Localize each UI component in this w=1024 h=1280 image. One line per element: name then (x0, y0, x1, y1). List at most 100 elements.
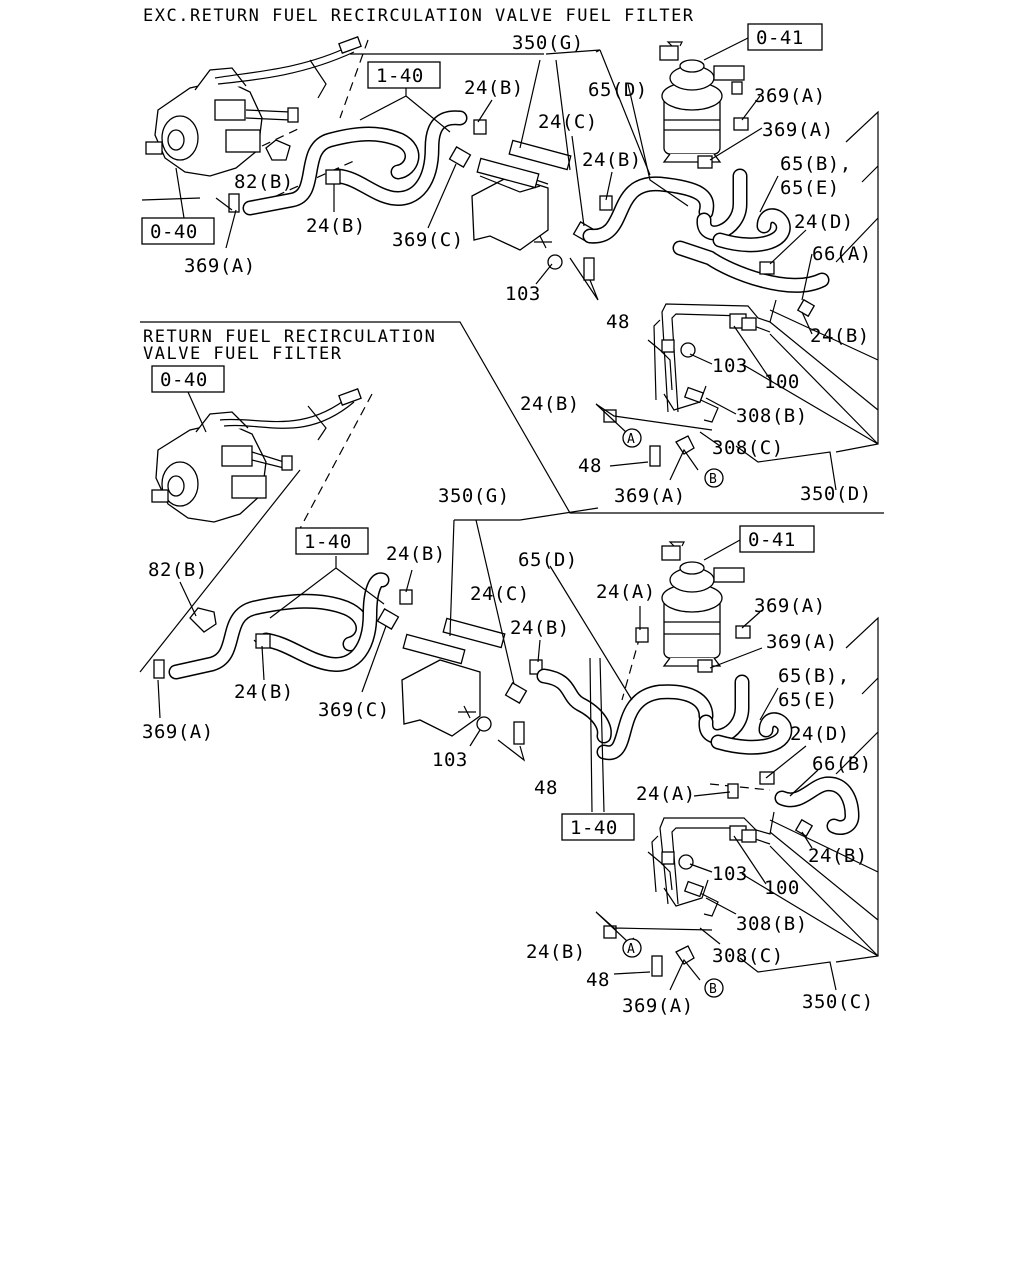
label-369a-bottom-a: 369(A) (754, 595, 826, 617)
clamp-369a-bottom-a (735, 625, 751, 639)
top-diagram: 0-41 1-40 0-40 350(G) 65(D) 24(B) 24(C) … (141, 23, 879, 507)
clamp-369a-bottom-b (697, 659, 713, 673)
label-369a-top-a: 369(A) (754, 85, 826, 107)
label-308b-bottom: 308(B) (736, 913, 808, 935)
label-24b-top-d: 24(B) (810, 325, 870, 347)
circle-b-top-text: B (709, 472, 717, 487)
nut-103-bottom (476, 716, 492, 732)
label-308b-top: 308(B) (736, 405, 808, 427)
clamp-24d-top (759, 261, 775, 275)
ref-box-1-40-bottom-b (561, 813, 635, 841)
clamp-369a-bottom (153, 659, 165, 679)
label-369c-bottom: 369(C) (318, 699, 390, 721)
label-103-bottom-b: 103 (712, 863, 748, 885)
header-return-fuel-line2: VALVE FUEL FILTER (143, 344, 343, 364)
label-24d-bottom: 24(D) (790, 723, 850, 745)
label-24b-top-b: 24(B) (582, 149, 642, 171)
label-65b-bottom: 65(B), (778, 665, 850, 687)
label-103-bottom-a: 103 (432, 749, 468, 771)
label-24b-bottom-d: 24(B) (808, 845, 868, 867)
bracket-bottom (401, 659, 481, 737)
circle-a-bottom (622, 938, 642, 958)
label-350g-bottom: 350(G) (438, 485, 510, 507)
label-48-top-a: 48 (606, 311, 630, 333)
header-exc-return-fuel: EXC.RETURN FUEL RECIRCULATION VALVE FUEL… (143, 6, 695, 26)
ref-box-0-41-bottom (739, 525, 815, 553)
label-82b-top: 82(B) (234, 171, 294, 193)
label-100-top: 100 (764, 371, 800, 393)
label-65d-top: 65(D) (588, 79, 648, 101)
label-24b-bottom-b: 24(B) (510, 617, 570, 639)
label-369a-top-c: 369(A) (184, 255, 256, 277)
clamp-369a-top-a (733, 117, 749, 131)
label-65e-top: 65(E) (780, 177, 840, 199)
circle-b-top (704, 468, 724, 488)
label-65e-bottom: 65(E) (778, 689, 838, 711)
label-350g-top: 350(G) (512, 32, 584, 54)
injection-pump-top (145, 36, 362, 177)
label-24a-bottom-b: 24(A) (636, 783, 696, 805)
ref-box-0-40-bottom (151, 365, 225, 393)
label-100-bottom: 100 (764, 877, 800, 899)
label-24b-top-a: 24(B) (464, 77, 524, 99)
label-66a-top: 66(A) (812, 243, 872, 265)
label-24c-bottom: 24(C) (470, 583, 530, 605)
ref-box-0-41-top (747, 23, 823, 51)
ref-1-40-bottom-b: 1-40 (570, 817, 618, 839)
label-350c-bottom: 350(C) (802, 991, 874, 1013)
pipe-assembly-bottom (603, 811, 814, 977)
label-24b-bottom-a: 24(B) (386, 543, 446, 565)
fuel-filter-bottom (661, 541, 745, 667)
ref-0-40-top: 0-40 (150, 221, 198, 243)
ref-1-40-top: 1-40 (376, 65, 424, 87)
label-369c-top: 369(C) (392, 229, 464, 251)
label-369a-top-d: 369(A) (614, 485, 686, 507)
label-369a-bottom-d: 369(A) (622, 995, 694, 1017)
clamp-24b-top-a (325, 169, 341, 185)
label-48-top-b: 48 (578, 455, 602, 477)
label-24a-bottom-a: 24(A) (596, 581, 656, 603)
fuel-filter-top (659, 41, 745, 163)
circle-b-bottom-text: B (709, 982, 717, 997)
bottom-diagram: 0-40 1-40 0-41 1-40 82(B) 24(B) 350(G) 6… (139, 365, 879, 1017)
clamp-369c-bottom (376, 608, 400, 630)
pipe-assembly-top (603, 298, 816, 467)
injection-pump-bottom (151, 388, 362, 523)
clamp-24b-bottom-b (399, 589, 413, 605)
label-65d-bottom: 65(D) (518, 549, 578, 571)
label-48-bottom-a: 48 (534, 777, 558, 799)
clamp-369a-top (228, 193, 240, 213)
label-48-bottom-b: 48 (586, 969, 610, 991)
circle-a-top-text: A (627, 432, 635, 447)
label-350d-top: 350(D) (800, 483, 872, 505)
label-24b-top-e: 24(B) (520, 393, 580, 415)
label-103-top-b: 103 (712, 355, 748, 377)
label-24b-bottom-e: 24(B) (526, 941, 586, 963)
label-65b-top: 65(B), (780, 153, 852, 175)
section-divider (140, 321, 884, 514)
clip-82b-bottom (189, 607, 217, 633)
label-308c-bottom: 308(C) (712, 945, 784, 967)
circle-a-bottom-text: A (627, 942, 635, 957)
ref-0-41-bottom: 0-41 (748, 529, 796, 551)
header-return-fuel-line1: RETURN FUEL RECIRCULATION (143, 327, 436, 347)
label-369a-bottom-b: 369(A) (766, 631, 838, 653)
label-82b-bottom: 82(B) (148, 559, 208, 581)
ref-box-1-40-bottom-a (295, 527, 369, 555)
ref-1-40-bottom-a: 1-40 (304, 531, 352, 553)
clamp-369a-top-b (697, 155, 713, 169)
ref-0-41-top: 0-41 (756, 27, 804, 49)
label-66b-bottom: 66(B) (812, 753, 872, 775)
circle-a-top (622, 428, 642, 448)
label-369a-bottom-c: 369(A) (142, 721, 214, 743)
clamp-24b-top-b (473, 119, 487, 135)
ref-0-40-bottom: 0-40 (160, 369, 208, 391)
clamp-369c-top (448, 146, 472, 168)
label-24c-top: 24(C) (538, 111, 598, 133)
bolt-48-bottom (513, 721, 525, 745)
clamp-24b-bottom-a (255, 633, 271, 649)
circle-b-bottom (704, 978, 724, 998)
ref-box-0-40-top (141, 217, 215, 245)
label-24b-bottom-c: 24(B) (234, 681, 294, 703)
label-369a-top-b: 369(A) (762, 119, 834, 141)
